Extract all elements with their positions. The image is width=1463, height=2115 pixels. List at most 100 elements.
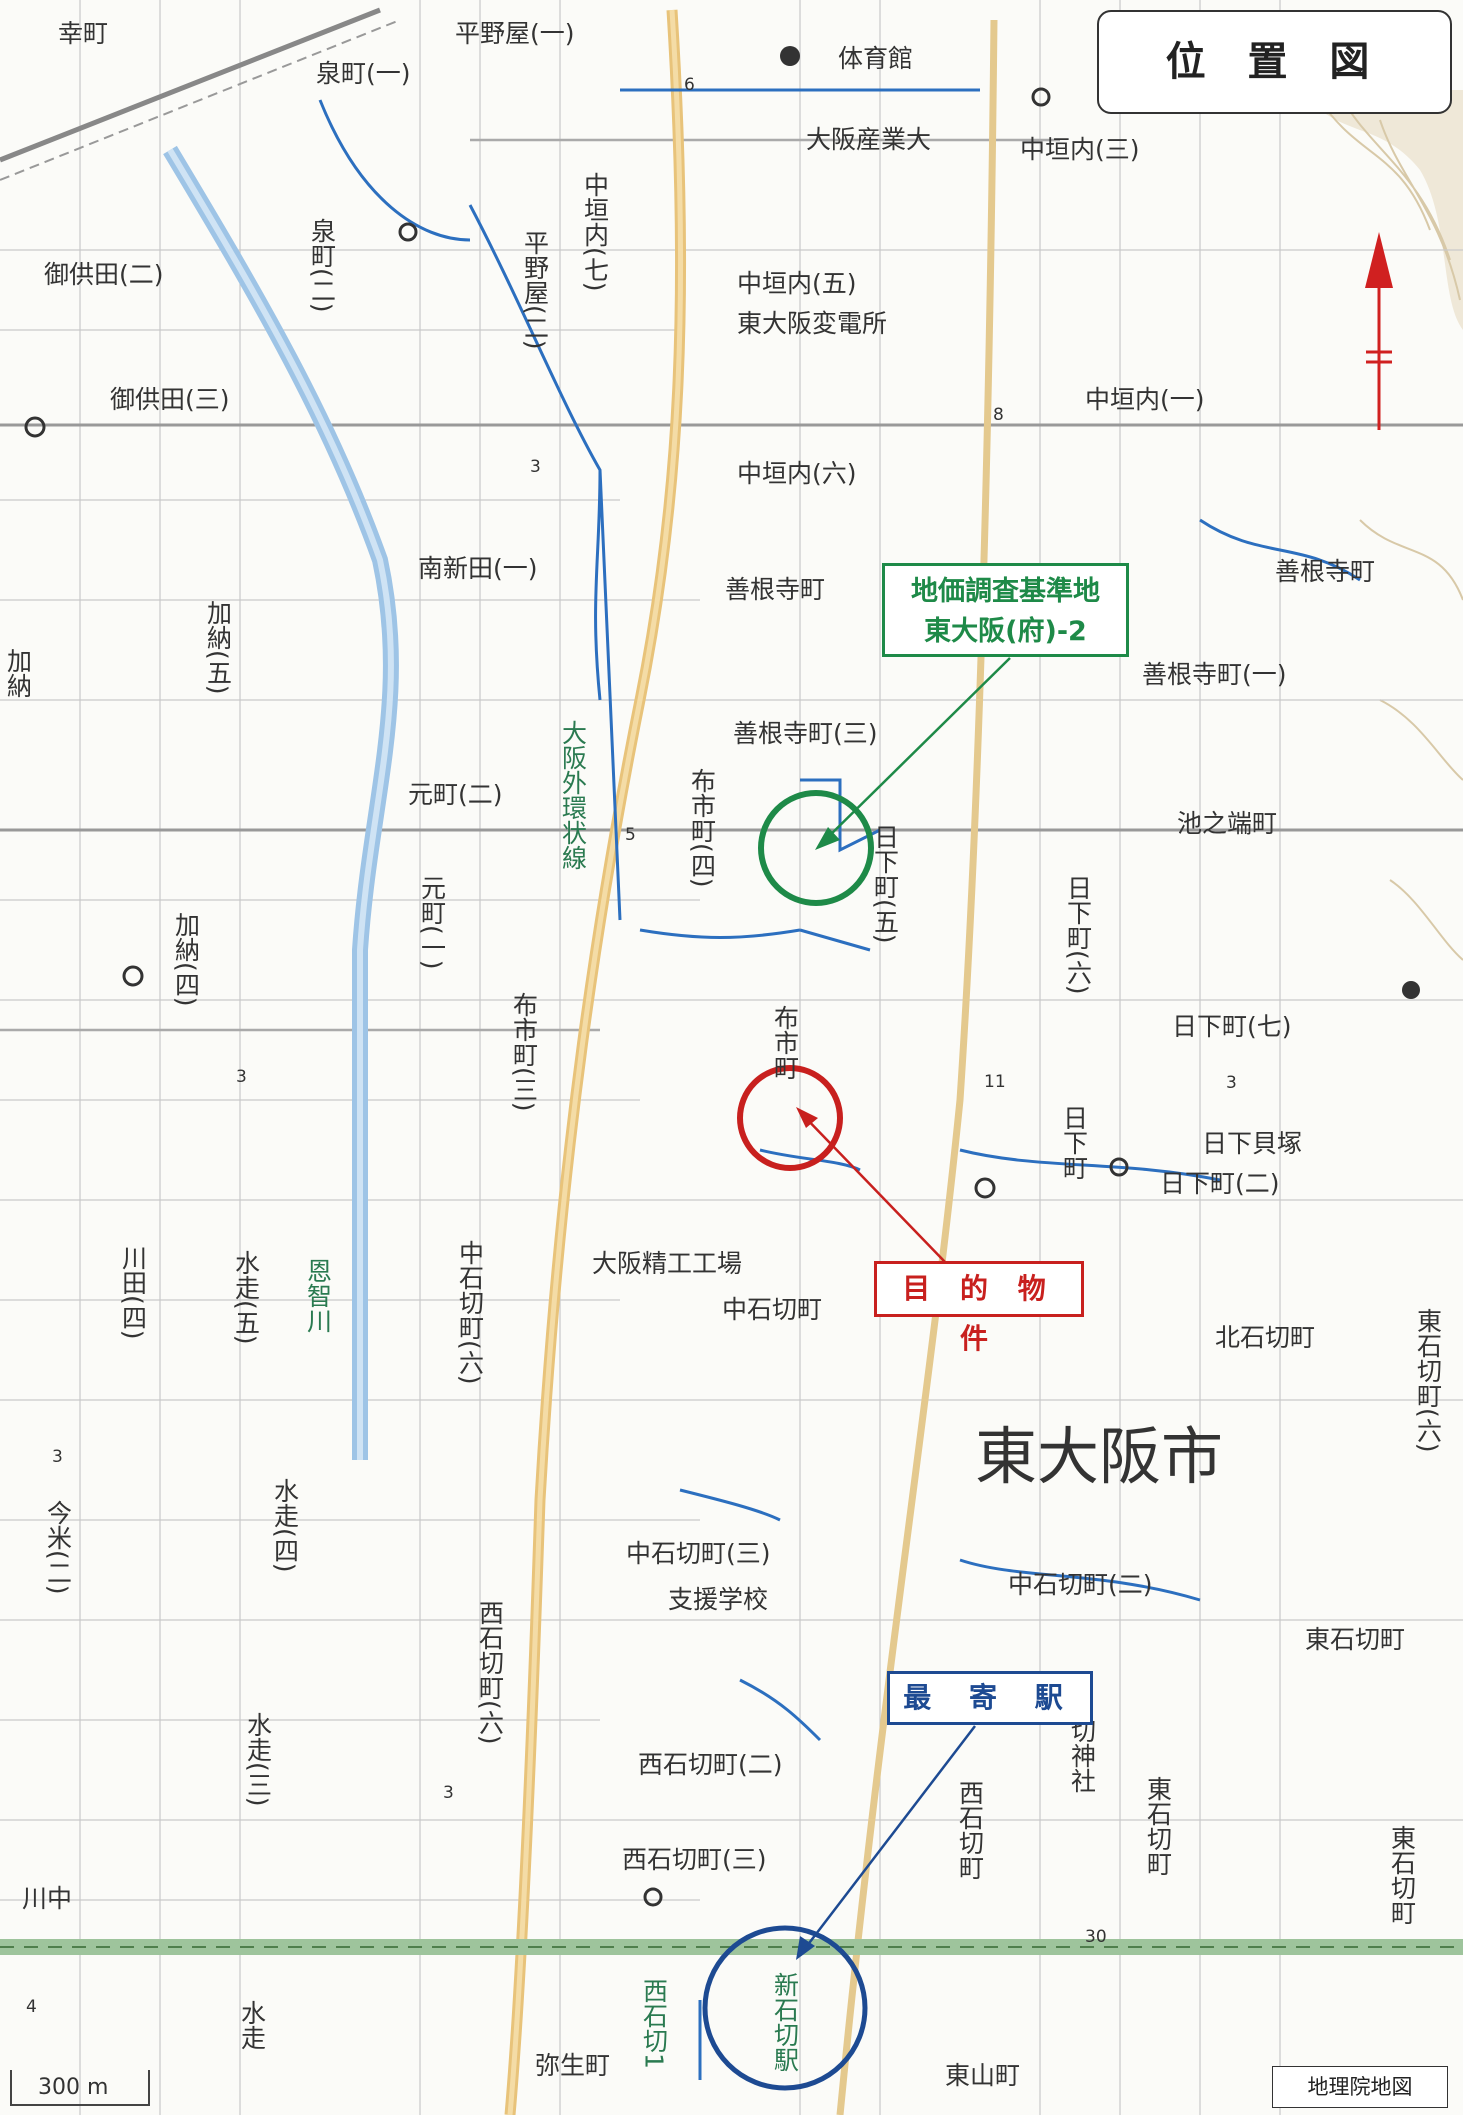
survey-point-circle [758,790,874,906]
vlabel-mizuhashiri4: 水走(四) [271,1478,300,1573]
label-shiengakko: 支援学校 [668,1585,768,1614]
vlabel-kusaka6: 日下町(六) [1064,875,1093,995]
scale-bar: 300 m [10,2070,150,2106]
survey-point-label-line1: 地価調査基準地 [911,576,1100,607]
major-roads [0,7,1463,1032]
grid-number: 8 [993,405,1004,425]
vlabel-kawata4: 川田(四) [119,1245,148,1340]
label-nakagaito5: 中垣内(五) [737,269,857,298]
map-title: 位 置 図 [1097,10,1452,114]
school-icon [1031,87,1051,107]
vlabel-nishiishikiri1: 西石切1 [640,1978,669,2069]
vlabel-nunoichi: 布市町 [771,1005,800,1080]
map-symbols [24,46,1420,1907]
label-higashiosaka: 東大阪市 [975,1420,1223,1493]
vlabel-nakagaito7: 中垣内(七) [581,172,610,292]
vlabel-kusaka-v: 日下町 [1060,1105,1089,1180]
label-seiko: 大阪精工工場 [592,1249,742,1278]
label-gym: 体育館 [838,44,913,73]
vlabel-imagome2: 今米(二) [44,1500,73,1595]
label-mitomoda3: 御供田(三) [110,385,230,414]
factory-icon [24,416,46,438]
factory-icon [974,1177,996,1199]
target-circle [737,1065,843,1171]
grid-number: 3 [530,457,541,477]
vlabel-kano5: 加納(五) [204,600,233,695]
vlabel-onchigawa: 恩智川 [304,1258,333,1333]
label-zenkonji3: 善根寺町(三) [733,719,878,748]
vlabel-nunoichi3: 布市町(三) [510,992,539,1112]
label-saiwai: 幸町 [58,19,108,48]
target-arrow [799,1111,946,1263]
post-office-icon [643,1887,663,1907]
vlabel-higashiishikiri-e: 東石切町(六) [1414,1308,1443,1453]
label-kusaka7: 日下町(七) [1172,1012,1292,1041]
vlabel-nishiishikiri6: 西石切町(六) [476,1600,505,1745]
label-izumi1: 泉町(一) [316,59,411,88]
survey-point-callout: 地価調査基準地 東大阪(府)-2 [882,563,1129,657]
grid-number: 5 [625,825,636,845]
grid-number: 30 [1085,1927,1107,1947]
label-motomachi2: 元町(二) [408,780,503,809]
vlabel-izumi2: 泉町(二) [308,218,337,313]
label-higashiyama: 東山町 [945,2061,1020,2090]
vlabel-shrine: 切神社 [1068,1718,1097,1793]
label-kawanaka: 川中 [22,1884,72,1913]
grid-number: 3 [236,1067,247,1087]
vlabel-kano-edge: 加納 [4,648,33,698]
map-source-label: 地理院地図 [1272,2066,1448,2108]
post-office-icon [1109,1157,1129,1177]
vlabel-mizuhashiri-s: 水走 [238,2000,267,2050]
survey-point-label-line2: 東大阪(府)-2 [924,616,1087,647]
label-ikenohata: 池之端町 [1177,809,1277,838]
vlabel-higashiishikiri-v2: 東石切町 [1388,1825,1417,1925]
vlabel-nunoichi4: 布市町(四) [688,768,717,888]
label-nakaishikiri3: 中石切町(三) [626,1539,771,1568]
vlabel-kano4: 加納(四) [172,912,201,1007]
survey-point-arrow [819,657,1011,846]
grid-number: 11 [984,1072,1006,1092]
grid-number: 3 [52,1447,63,1467]
vlabel-mizuhashiri5: 水走(五) [232,1250,261,1345]
label-yayoi: 弥生町 [535,2051,610,2080]
label-nishiishikiri2: 西石切町(二) [638,1750,783,1779]
police-icon [1402,981,1420,999]
hill-area [1300,90,1463,330]
vlabel-kusaka5: 日下町(五) [871,824,900,944]
nearest-station-callout: 最 寄 駅 [887,1671,1093,1725]
label-nakaishikiri: 中石切町 [722,1295,822,1324]
label-zenkonji1: 善根寺町(一) [1142,660,1287,689]
label-zenkonji: 善根寺町 [725,575,825,604]
label-osaka-sangyo: 大阪産業大 [806,125,931,154]
grid-number: 6 [684,75,695,95]
north-arrow-icon [1365,232,1393,430]
label-nakagaito1: 中垣内(一) [1085,385,1205,414]
factory-icon [122,965,144,987]
station-circle [702,1925,868,2091]
target-property-callout: 目 的 物 件 [874,1261,1084,1355]
vlabel-gaikan: 大阪外環状線 [559,720,588,870]
vlabel-higashiishikiri-v: 東石切町 [1144,1776,1173,1876]
label-nakagaito6: 中垣内(六) [737,459,857,488]
vlabel-motomachi1: 元町(一) [418,875,447,970]
label-zenkonji-ne: 善根寺町 [1275,557,1375,586]
vlabel-hiranoya2: 平野屋(二) [521,230,550,350]
label-substation: 東大阪変電所 [737,309,887,338]
vlabel-shinishikiri: 新石切駅 [771,1972,800,2072]
post-office-icon [398,222,418,242]
route-170 [836,19,998,2115]
label-nakagaito3: 中垣内(三) [1020,135,1140,164]
label-kusakaikaizuka: 日下貝塚 [1202,1129,1302,1158]
label-hiranoya1: 平野屋(一) [455,19,575,48]
station-arrow [799,1725,976,1956]
label-kitaishikiri: 北石切町 [1215,1323,1315,1352]
label-minamishinden1: 南新田(一) [418,554,538,583]
vlabel-mizuhashiri3: 水走(三) [244,1712,273,1807]
label-higashiishikiri: 東石切町 [1305,1625,1405,1654]
vlabel-nakaishikiri6: 中石切町(六) [456,1240,485,1385]
gym-icon [780,46,800,66]
grid-number: 3 [1226,1073,1237,1093]
